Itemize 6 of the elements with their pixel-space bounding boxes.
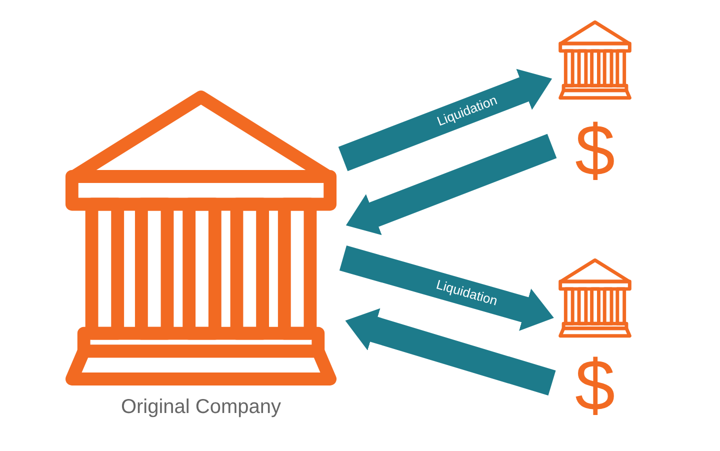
arrow <box>345 308 556 396</box>
dollar-sign: $ <box>570 115 620 187</box>
dollar-sign: $ <box>570 350 620 422</box>
arrow <box>346 134 557 236</box>
arrow <box>338 68 552 172</box>
node-label: Original Company <box>120 396 282 419</box>
